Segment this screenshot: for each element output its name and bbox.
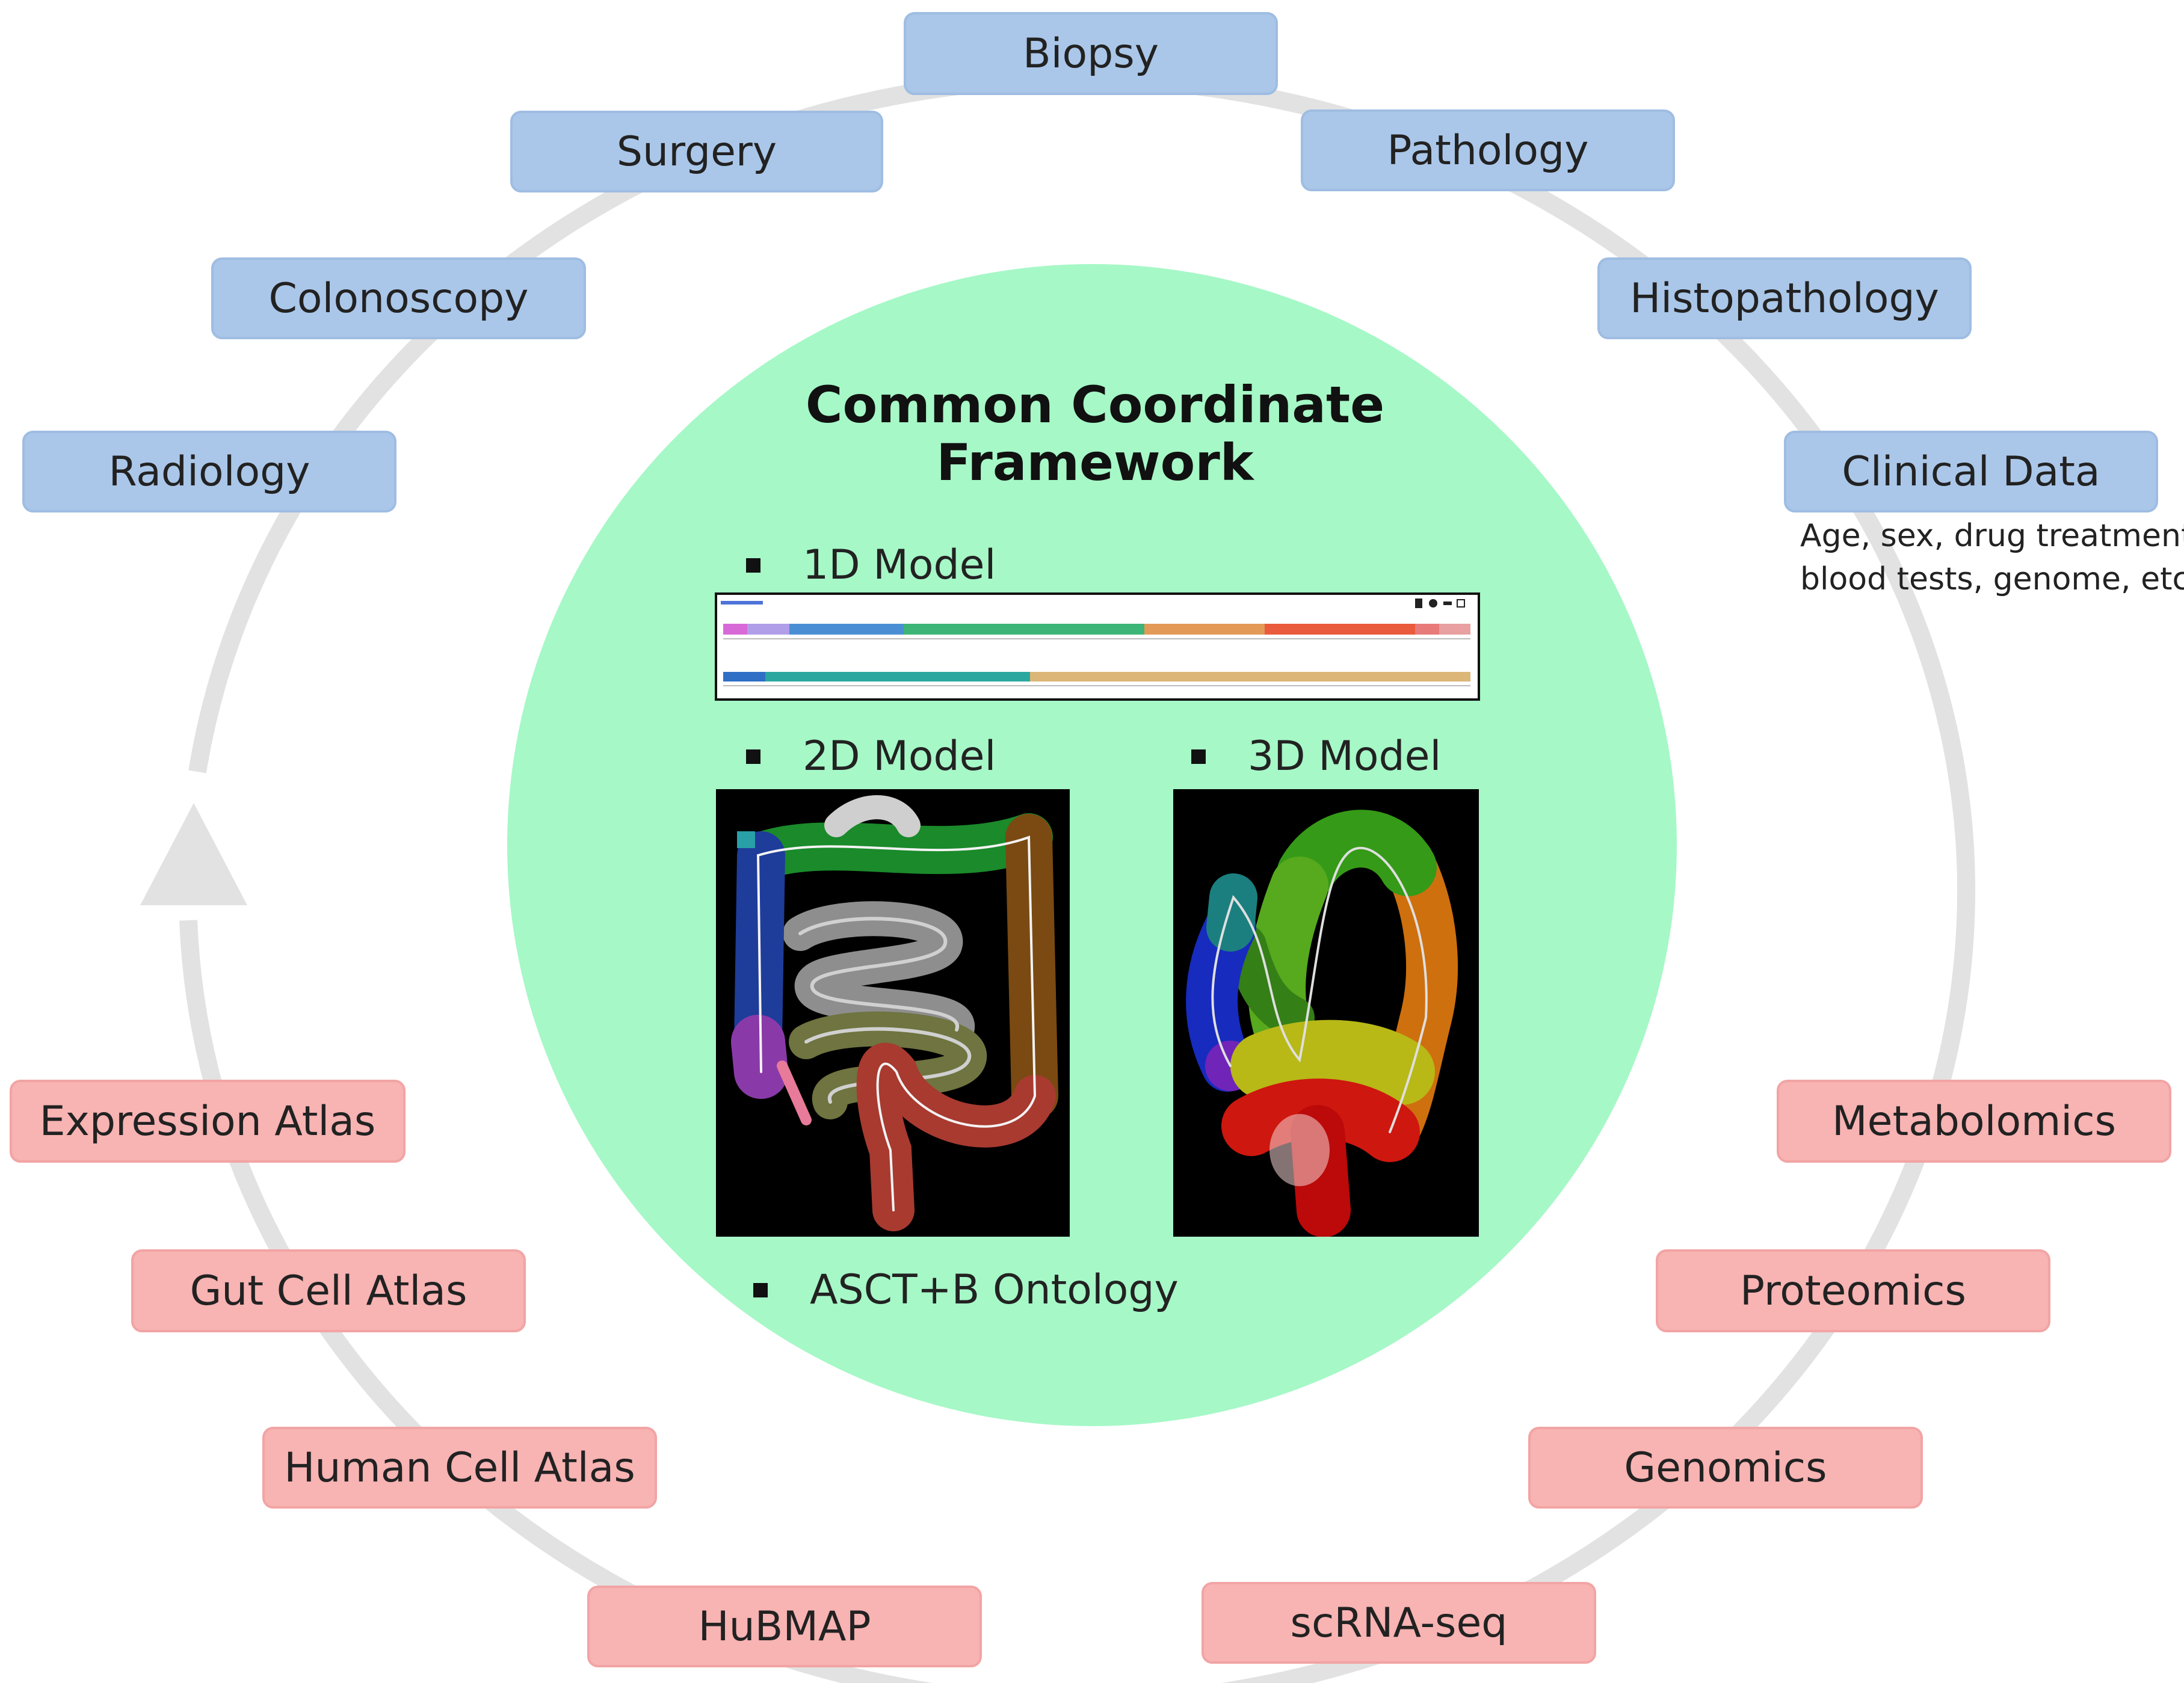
colonoscopy-box: Colonoscopy — [211, 257, 586, 339]
expression-atlas-box: Expression Atlas — [10, 1080, 406, 1163]
clinical-data-note-line2: blood tests, genome, etc. — [1800, 561, 2184, 597]
gut-cell-atlas-box: Gut Cell Atlas — [131, 1249, 526, 1332]
clinical-data-note-line1: Age, sex, drug treatment, — [1800, 518, 2184, 554]
pathology-box: Pathology — [1301, 109, 1675, 191]
genomics-box: Genomics — [1528, 1427, 1923, 1509]
proteomics-box: Proteomics — [1656, 1249, 2050, 1332]
bullet-1d-model: 1D Model — [746, 541, 996, 589]
clinical-data-box: Clinical Data — [1784, 431, 2158, 512]
scrna-seq-box: scRNA-seq — [1202, 1582, 1596, 1664]
ccf-title-line1: Common Coordinate — [805, 375, 1385, 434]
metabolomics-box: Metabolomics — [1777, 1080, 2171, 1163]
label-3d-model: 3D Model — [1248, 733, 1442, 780]
label-asctb-ontology: ASCT+B Ontology — [810, 1266, 1179, 1314]
histopathology-box: Histopathology — [1597, 257, 1972, 339]
square-bullet-icon — [746, 558, 760, 573]
linear-1d-model-panel — [715, 592, 1480, 701]
colon-3d-model-image — [1173, 789, 1479, 1237]
linear-1d-model-graphic — [721, 598, 1470, 686]
biopsy-box: Biopsy — [904, 12, 1278, 95]
settings-icons — [1415, 598, 1465, 608]
bullet-3d-model: 3D Model — [1191, 733, 1441, 780]
colon-2d-model-image — [716, 789, 1070, 1237]
up-arrow-icon — [140, 803, 247, 905]
ccf-title: Common Coordinate Framework — [746, 376, 1444, 491]
bullet-2d-model: 2D Model — [746, 733, 996, 780]
clinical-data-note: Age, sex, drug treatment, blood tests, g… — [1800, 514, 2184, 601]
label-2d-model: 2D Model — [803, 733, 996, 780]
hubmap-box: HuBMAP — [587, 1586, 982, 1667]
human-cell-atlas-box: Human Cell Atlas — [262, 1427, 657, 1509]
label-1d-model: 1D Model — [803, 541, 996, 589]
surgery-box: Surgery — [510, 111, 883, 192]
bullet-asctb-ontology: ASCT+B Ontology — [753, 1266, 1179, 1314]
square-bullet-icon — [1191, 749, 1206, 764]
square-bullet-icon — [753, 1282, 768, 1297]
square-bullet-icon — [746, 749, 760, 764]
ccf-title-line2: Framework — [936, 433, 1254, 492]
radiology-box: Radiology — [22, 431, 396, 512]
